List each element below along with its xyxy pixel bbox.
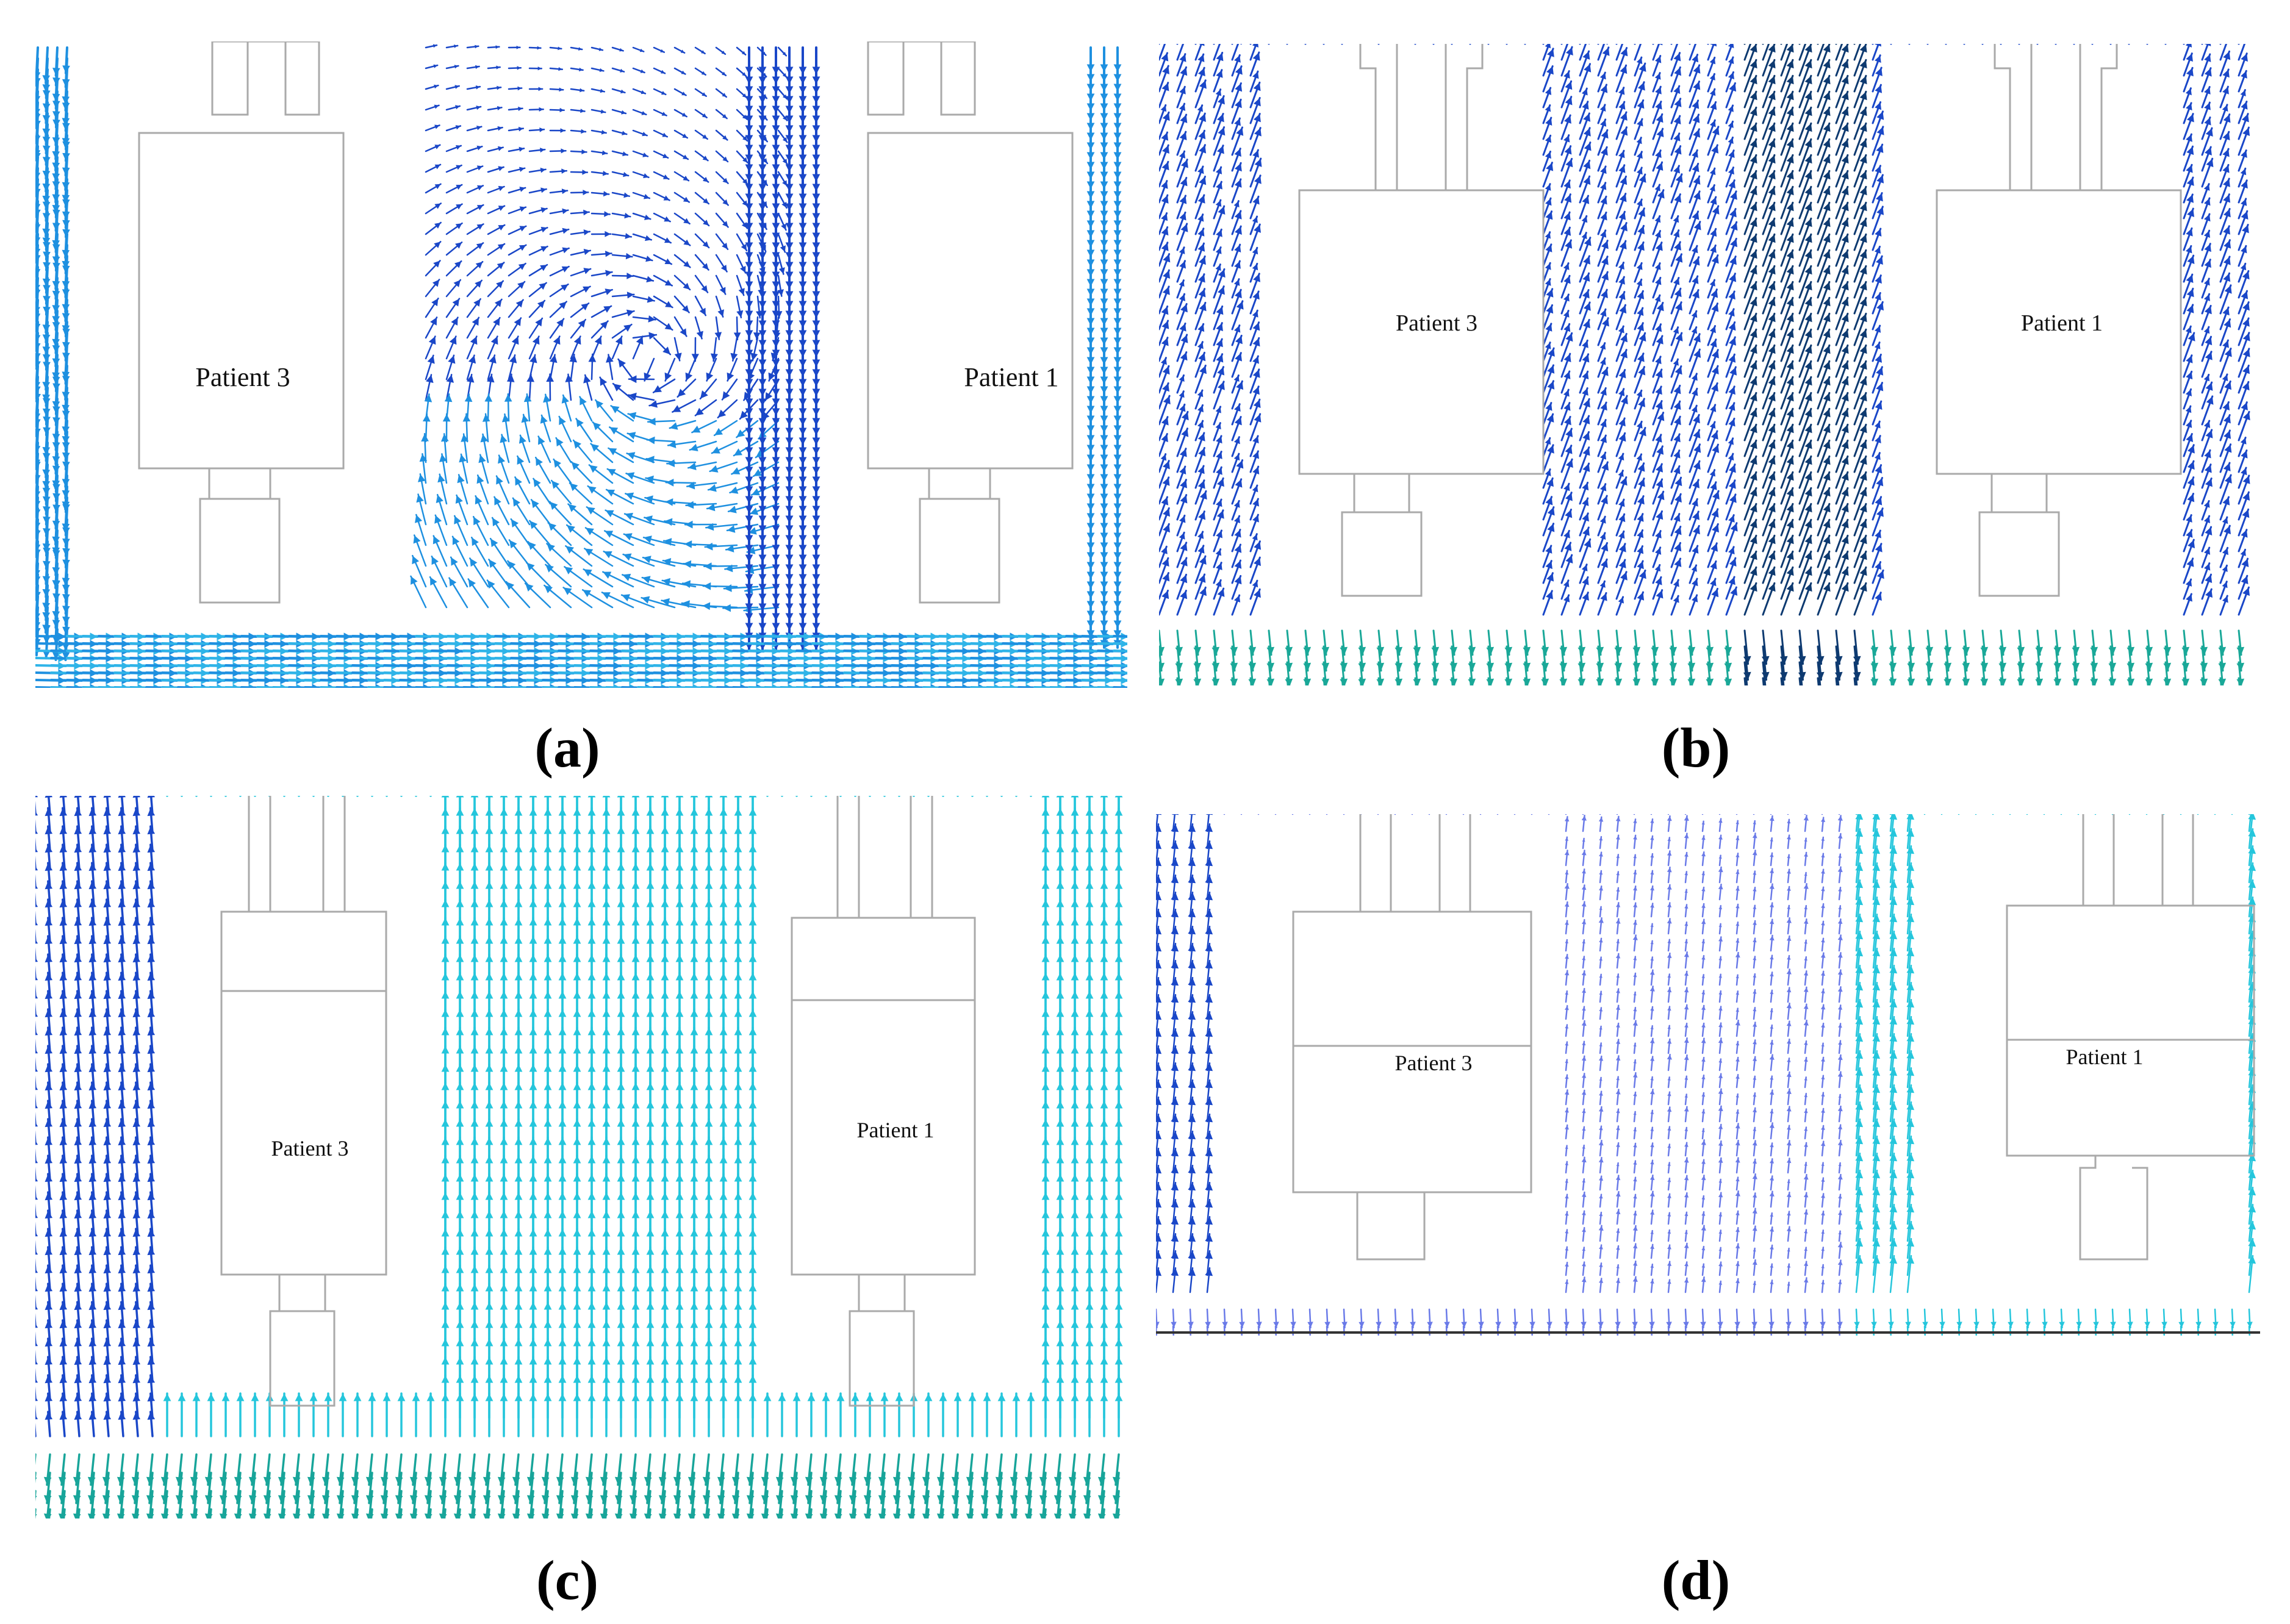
patient-left-label-c: Patient 3 <box>271 1136 349 1161</box>
panel-c: Patient 3 Patient 1 <box>35 796 1127 1518</box>
bed-outline-right-c <box>791 796 976 1407</box>
velocity-vectors-c <box>35 796 1123 1518</box>
bed-outline-left-d <box>1292 814 1532 1261</box>
flow-field-a: Patient 3 Patient 1 <box>35 41 1127 688</box>
panel-label-a: (a) <box>534 717 600 779</box>
flow-field-c: Patient 3 Patient 1 <box>35 796 1123 1518</box>
velocity-vectors-b <box>1159 44 2250 685</box>
panel-label-d: (d) <box>1661 1549 1731 1611</box>
bed-outline-left-b <box>1298 44 1545 597</box>
bed-outline-right-a <box>867 41 1074 604</box>
patient-left-label-a: Patient 3 <box>195 362 290 392</box>
patient-left-label-b: Patient 3 <box>1396 310 1477 336</box>
panel-a: Patient 3 Patient 1 <box>35 41 1127 688</box>
velocity-vectors-d <box>1156 814 2256 1336</box>
panel-label-b: (b) <box>1661 717 1731 779</box>
velocity-vectors-a <box>35 44 1127 688</box>
patient-right-label-b: Patient 1 <box>2021 310 2103 336</box>
flow-field-b: Patient 3 Patient 1 <box>1159 44 2250 685</box>
patient-right-label-c: Patient 1 <box>857 1118 935 1142</box>
panel-label-c: (c) <box>536 1549 599 1611</box>
bed-outline-right-d <box>2006 814 2255 1261</box>
patient-right-label-d: Patient 1 <box>2066 1045 2144 1069</box>
bed-outline-left-a <box>138 41 345 604</box>
panel-d: Patient 3 Patient 1 <box>1156 814 2260 1336</box>
panel-b: Patient 3 Patient 1 <box>1159 44 2257 685</box>
bed-outline-right-b <box>1936 44 2182 597</box>
flow-field-d: Patient 3 Patient 1 <box>1156 814 2260 1336</box>
patient-left-label-d: Patient 3 <box>1395 1051 1473 1075</box>
bed-outline-left-c <box>220 796 387 1407</box>
patient-right-label-a: Patient 1 <box>964 362 1058 392</box>
